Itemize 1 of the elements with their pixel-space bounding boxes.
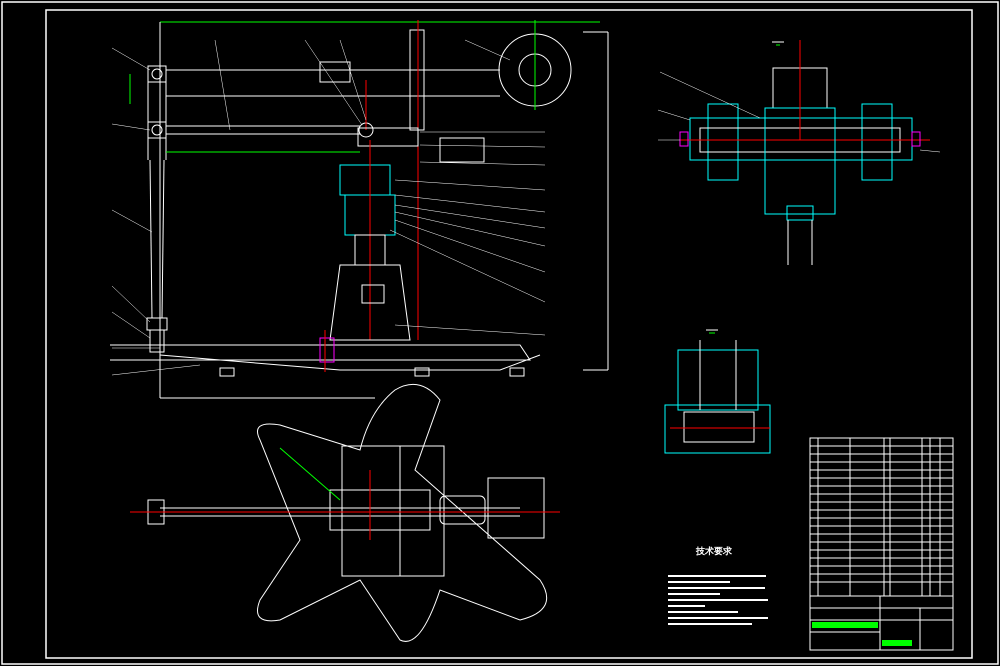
heading: 技术要求 xyxy=(696,545,732,558)
